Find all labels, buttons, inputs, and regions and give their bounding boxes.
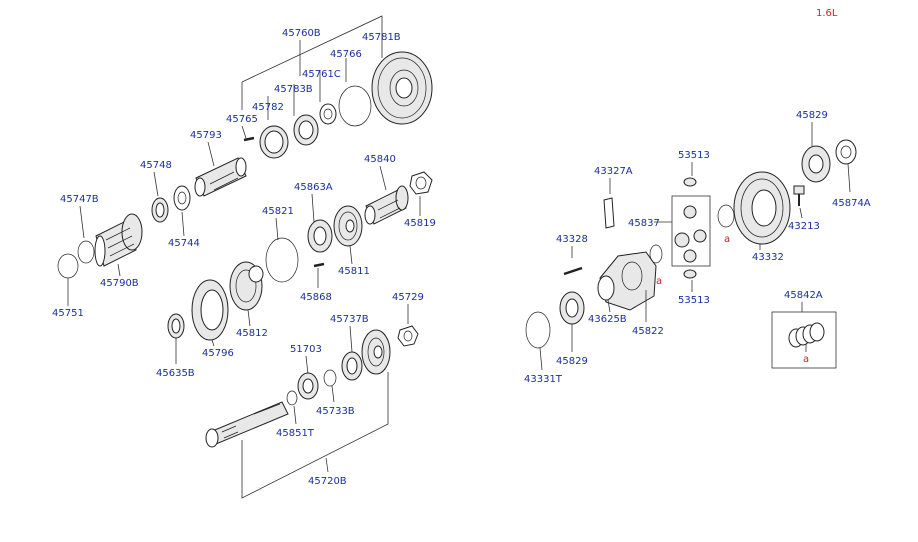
label-53513-top: 53513 [678, 150, 710, 161]
label-51703: 51703 [290, 344, 322, 355]
label-43327A: 43327A [594, 166, 633, 177]
nut-45729 [397, 325, 419, 347]
ring-45733B [323, 369, 337, 387]
washer-45761C [319, 103, 337, 125]
ring-45851T [286, 390, 298, 406]
bearing-45863A [307, 219, 333, 253]
label-45811: 45811 [338, 266, 370, 277]
ring-43331T [525, 311, 551, 349]
label-43332: 43332 [752, 252, 784, 263]
label-45790B: 45790B [100, 278, 139, 289]
label-45733B: 45733B [316, 406, 355, 417]
label-45761C: 45761C [302, 69, 341, 80]
label-45812: 45812 [236, 328, 268, 339]
label-45822: 45822 [632, 326, 664, 337]
ring-ref-a [717, 204, 735, 228]
label-45793: 45793 [190, 130, 222, 141]
label-43328: 43328 [556, 234, 588, 245]
label-45744: 45744 [168, 238, 200, 249]
label-45868: 45868 [300, 292, 332, 303]
washer-45744 [173, 185, 191, 211]
bolt-43213 [793, 185, 805, 206]
reference-a-ring: a [724, 234, 730, 245]
label-43331T: 43331T [524, 374, 563, 385]
ring-45747B [77, 240, 95, 264]
washer-53513-bottom [683, 269, 697, 279]
label-43625B: 43625B [588, 314, 627, 325]
bearing-45748 [151, 197, 169, 223]
label-45837: 45837 [628, 218, 660, 229]
bearing-51703 [297, 372, 319, 400]
shim-kit-45842A [771, 311, 837, 369]
pin-45868 [313, 262, 325, 268]
output-shaft-45720B [205, 401, 289, 448]
label-45851T: 45851T [276, 428, 315, 439]
label-45840: 45840 [364, 154, 396, 165]
label-45819: 45819 [404, 218, 436, 229]
label-53513-bottom: 53513 [678, 295, 710, 306]
label-43213: 43213 [788, 221, 820, 232]
bearing-45783B [293, 114, 319, 146]
label-45781B: 45781B [362, 32, 401, 43]
bearing-45829-bottom [559, 291, 585, 325]
label-45747B: 45747B [60, 194, 99, 205]
label-45751: 45751 [52, 308, 84, 319]
label-45766: 45766 [330, 49, 362, 60]
shaft-43328 [563, 266, 583, 276]
reference-a-45822: a [656, 276, 662, 287]
label-45796: 45796 [202, 348, 234, 359]
gear-45781B [371, 51, 433, 125]
snap-ring-45766 [338, 85, 372, 127]
synchro-sleeve-45796 [191, 279, 229, 341]
shim-45874A [835, 139, 857, 165]
label-45737B: 45737B [330, 314, 369, 325]
pin-43327A [603, 197, 615, 229]
bearing-45635B [167, 313, 185, 339]
label-45782: 45782 [252, 102, 284, 113]
ring-45751 [57, 253, 79, 279]
label-45783B: 45783B [274, 84, 313, 95]
washer-53513-top [683, 177, 697, 187]
upper-shaft-bracket [241, 15, 383, 120]
lower-shaft-bracket [241, 372, 389, 499]
reference-a-shim: a [803, 354, 809, 365]
shaft-45840 [364, 185, 409, 225]
label-45635B: 45635B [156, 368, 195, 379]
ring-45822 [649, 244, 663, 264]
gear-45737B [361, 329, 391, 375]
label-45842A: 45842A [784, 290, 823, 301]
gear-45811 [333, 205, 363, 247]
pinion-set-45837 [671, 195, 711, 267]
label-45829-top: 45829 [796, 110, 828, 121]
label-45863A: 45863A [294, 182, 333, 193]
differential-case-43625B [597, 251, 657, 311]
label-45874A: 45874A [832, 198, 871, 209]
gear-shaft-45790B [94, 213, 143, 267]
label-45829-bottom: 45829 [556, 356, 588, 367]
snap-ring-45821 [265, 237, 299, 283]
label-45729: 45729 [392, 292, 424, 303]
label-45720B: 45720B [308, 476, 347, 487]
shaft-45793 [194, 141, 247, 197]
engine-version-label: 1.6L [816, 8, 838, 19]
ring-45782 [259, 125, 289, 159]
nut-45819 [409, 171, 433, 195]
bearing-45737B [341, 351, 363, 381]
ring-gear-43332 [733, 171, 791, 245]
label-45765: 45765 [226, 114, 258, 125]
gear-45812 [229, 261, 264, 311]
label-45760B: 45760B [282, 28, 321, 39]
label-45821: 45821 [262, 206, 294, 217]
bearing-45829-top [801, 145, 831, 183]
pin-45765 [243, 136, 255, 142]
label-45748: 45748 [140, 160, 172, 171]
